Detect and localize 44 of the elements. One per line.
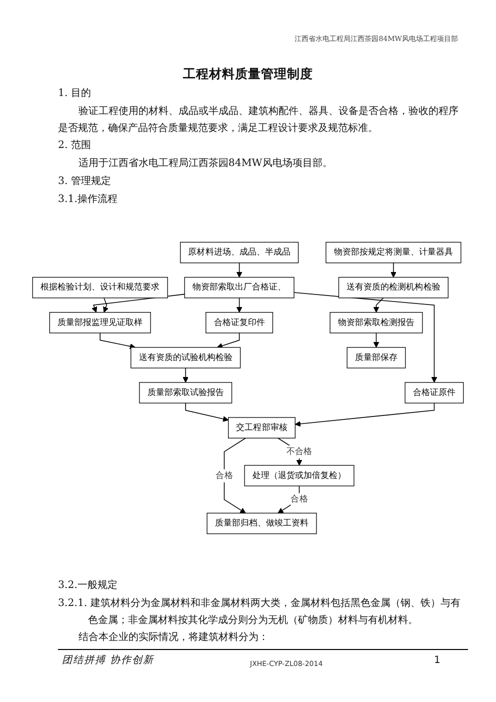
arrow — [185, 402, 229, 422]
arrow — [278, 486, 300, 514]
paragraph: 3.2.1. 建筑材料分为金属材料和非金属材料两大类，金属材料包括黑色金属（钢、铁）与有色金属；非金属材料按其化学成分则分为无机（矿物质）材料与有机材料。 — [58, 596, 462, 628]
paragraph: 结合本企业的实际情况，将建筑材料分为： — [77, 630, 270, 646]
section-heading: 3. 管理规定 — [58, 174, 112, 189]
node-box: 根据检验计划、设计和规范要求 — [32, 276, 168, 298]
node-box: 质量部归档、做竣工资料 — [206, 512, 317, 534]
arrow — [294, 292, 438, 383]
paragraph: 适用于江西省水电工程局江西茶园84MW风电场项目部。 — [77, 156, 334, 172]
arrow — [182, 368, 188, 383]
node-box: 处理（退货或加倍复检） — [244, 464, 354, 486]
node-box: 物资部索取出厂合格证、 — [184, 276, 294, 298]
arrow — [224, 438, 246, 514]
arrow — [216, 332, 240, 348]
node-box: 质量部保存 — [346, 347, 406, 368]
page-title: 工程材料质量管理制度 — [182, 66, 314, 83]
node-box: 送有资质的检测机构检验 — [338, 276, 448, 298]
section-heading: 3.1.操作流程 — [58, 192, 118, 207]
node-box: 交工程部审核 — [228, 417, 296, 438]
node-box: 物资部索取检测报告 — [330, 312, 423, 334]
arrow — [236, 298, 242, 313]
arrow — [103, 298, 108, 313]
arrow — [236, 262, 242, 278]
section-heading: 2. 范围 — [58, 138, 92, 154]
node-box: 质量部索取试验报告 — [139, 382, 232, 404]
node-box: 合格证复印件 — [206, 312, 274, 334]
edge-label: 合格 — [290, 494, 308, 504]
arrow — [373, 332, 380, 348]
section-heading: 3.2.一般规定 — [58, 578, 118, 593]
node-box: 质量部报监理见证取样 — [49, 312, 151, 334]
section-heading: 1. 目的 — [58, 87, 92, 101]
node-box: 送有资质的试验机构检验 — [130, 347, 241, 368]
arrow — [390, 262, 396, 278]
arrow — [373, 298, 384, 313]
node-box: 物资部按规定将测量、计量器具 — [326, 242, 462, 264]
paragraph: 验证工程使用的材料、成品或半成品、建筑构配件、器具、设备是否合格，验收的程序是否规范，确保产品符合质量规范要求，满足工程设计要求及规范标准。 — [58, 104, 460, 136]
node-box: 原材料进场、成品、半成品 — [180, 242, 299, 264]
edge-label: 不合格 — [286, 446, 312, 456]
arrow — [100, 332, 136, 350]
page-number: 1 — [434, 654, 440, 668]
arrow — [294, 402, 435, 427]
node-box: 合格证原件 — [404, 382, 464, 404]
footer-motto: 团结拼搏 协作创新 — [62, 654, 154, 668]
edge-label: 合格 — [216, 470, 233, 480]
